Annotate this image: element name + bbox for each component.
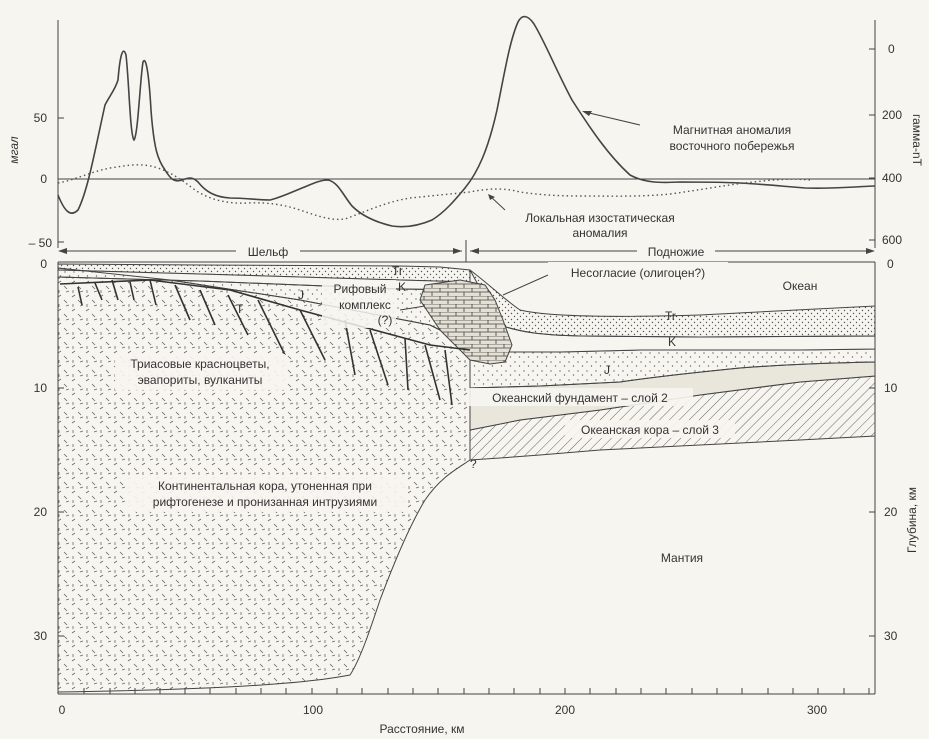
distance-minor-ticks	[57, 688, 870, 694]
right-tick-label: 0	[888, 42, 895, 56]
tertiary-ocean-label: Tr	[665, 309, 676, 323]
unconformity-label: Несогласие (олигоцен?)	[571, 266, 705, 280]
tertiary-ocean-layer	[469, 269, 876, 338]
right-tick-label: 400	[882, 171, 902, 185]
distance-tick-label: 200	[555, 703, 575, 717]
magnetic-anomaly-label: Магнитная аномалия	[673, 123, 791, 137]
right-axis-title: гамма-nT	[910, 114, 924, 167]
cretaceous-shelf-label: K	[398, 280, 406, 294]
depth-tick-left: 0	[40, 257, 47, 271]
depth-tick-right: 0	[887, 257, 894, 271]
distance-tick-label: 300	[807, 703, 827, 717]
cretaceous-ocean-label: K	[668, 335, 676, 349]
depth-tick-right: 10	[884, 381, 898, 395]
rise-label: Подножие	[648, 245, 705, 259]
oceanic-crust-label: Океанская кора – слой 3	[581, 423, 719, 437]
left-axis-title: мгал	[7, 136, 21, 164]
depth-tick-left: 20	[34, 505, 48, 519]
triassic-deposits-label: Триасовые красноцветы,	[130, 357, 269, 371]
depth-axis-title: Глубина, км	[905, 487, 919, 553]
oceanic-basement-label: Океанский фундамент – слой 2	[492, 391, 668, 405]
region-labels: Шельф Подножие	[58, 240, 875, 262]
jurassic-ocean-label: J	[604, 363, 610, 377]
depth-tick-left: 30	[34, 629, 48, 643]
isostatic-anomaly-label: аномалия	[572, 226, 627, 240]
reef-complex-label: Рифовый	[334, 282, 387, 296]
distance-tick-label: 100	[303, 703, 323, 717]
isostatic-anomaly-label: Локальная изостатическая	[525, 211, 674, 225]
top-anomaly-panel: 50 0 – 50 мгал 0 200 400 600 гамма-nT Ма…	[7, 15, 924, 250]
continental-crust-label: Континентальная кора, утоненная при	[158, 479, 372, 493]
depth-tick-right: 20	[884, 505, 898, 519]
distance-axis-title: Расстояние, км	[380, 722, 465, 736]
right-tick-label: 600	[882, 233, 902, 247]
ocean-label: Океан	[783, 279, 818, 293]
jurassic-shelf-label: J	[298, 288, 304, 302]
distance-tick-label: 0	[59, 703, 66, 717]
rift-faults	[59, 279, 471, 406]
mantle-label: Мантия	[661, 551, 703, 565]
tertiary-shelf-label: Tr	[392, 264, 403, 278]
triassic-shelf-label: T	[236, 302, 244, 316]
magnetic-anomaly-curve	[57, 15, 876, 228]
reef-complex-label: комплекс	[339, 298, 391, 312]
magnetic-pointer	[584, 111, 641, 126]
triassic-deposits-label: эвапориты, вулканиты	[138, 373, 263, 387]
cross-section: 0 10 20 30 0 10 20 30 Глубина, км 0 100 …	[34, 257, 919, 736]
isostatic-anomaly-curve	[57, 164, 811, 221]
boundary-question-mark: ?	[470, 457, 477, 471]
left-tick-label: 0	[40, 172, 47, 186]
shelf-label: Шельф	[248, 245, 289, 259]
left-tick-label: 50	[34, 111, 48, 125]
depth-tick-left: 10	[34, 381, 48, 395]
right-tick-label: 200	[882, 108, 902, 122]
left-tick-label: – 50	[29, 236, 53, 250]
continental-crust-label: рифтогенезе и пронизанная интрузиями	[153, 495, 377, 509]
magnetic-anomaly-label: восточного побережья	[670, 139, 795, 153]
depth-tick-right: 30	[884, 629, 898, 643]
reef-complex-label: (?)	[378, 313, 393, 327]
reef-complex	[419, 279, 513, 365]
